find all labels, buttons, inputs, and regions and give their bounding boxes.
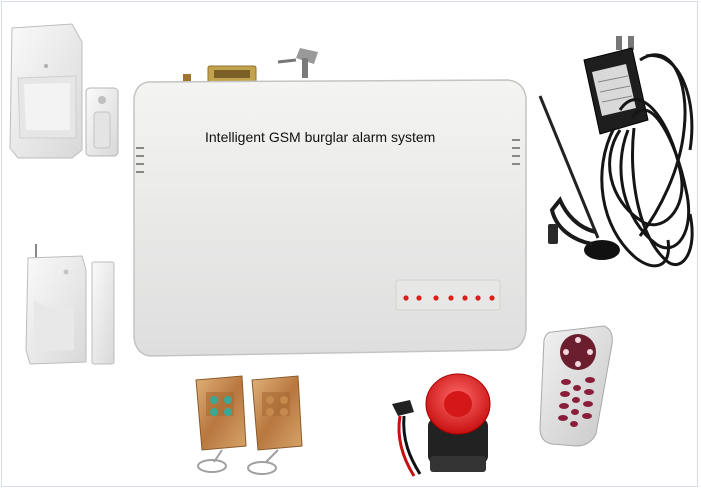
panel-key xyxy=(277,48,318,78)
status-led xyxy=(475,295,481,301)
remote-key-fob xyxy=(247,375,303,475)
status-led xyxy=(462,295,468,301)
wall-bracket xyxy=(85,87,119,157)
gsm-antenna xyxy=(538,95,620,260)
status-led xyxy=(489,295,495,301)
status-led xyxy=(416,295,422,301)
led-bezel xyxy=(395,279,501,311)
ir-remote-control xyxy=(539,325,613,447)
panel-vents-left xyxy=(136,147,144,173)
panel-label: Intelligent GSM burglar alarm system xyxy=(205,129,436,145)
status-led xyxy=(403,295,409,301)
siren xyxy=(392,373,491,477)
status-led xyxy=(433,295,439,301)
main-alarm-panel xyxy=(133,48,527,357)
power-adapter xyxy=(583,36,694,268)
status-leds xyxy=(403,295,495,301)
remote-keypad xyxy=(558,377,595,427)
panel-vents-right xyxy=(512,139,520,165)
status-led xyxy=(448,295,454,301)
door-window-sensor xyxy=(25,244,115,365)
cable-coil xyxy=(600,53,694,268)
remote-key-fob xyxy=(195,375,247,473)
pir-motion-sensor xyxy=(9,23,83,159)
